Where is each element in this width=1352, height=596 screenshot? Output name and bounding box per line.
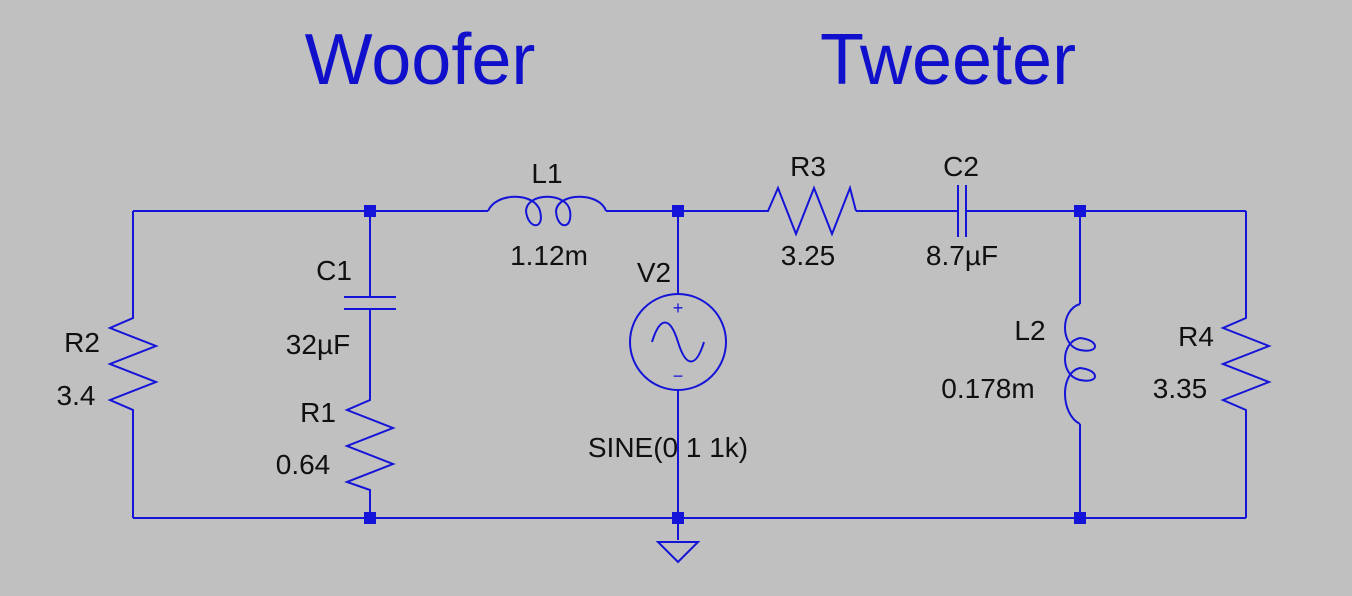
- v2-value: SINE(0 1 1k): [588, 432, 748, 463]
- v2-sine-source[interactable]: [629, 211, 727, 540]
- r2-value: 3.4: [57, 380, 96, 411]
- l2-inductor[interactable]: [1064, 211, 1096, 518]
- c1-capacitor[interactable]: [344, 211, 396, 392]
- r4-value: 3.35: [1153, 373, 1208, 404]
- c1-name: C1: [316, 255, 352, 286]
- r1-value: 0.64: [276, 449, 331, 480]
- junction-node: [1074, 512, 1086, 524]
- l1-name: L1: [531, 158, 562, 189]
- l1-value: 1.12m: [510, 240, 588, 271]
- c1-value: 32µF: [286, 329, 350, 360]
- r3-resistor[interactable]: [760, 184, 857, 237]
- l2-name: L2: [1014, 315, 1045, 346]
- r3-value: 3.25: [781, 240, 836, 271]
- r2-resistor[interactable]: [107, 211, 159, 518]
- v2-name: V2: [637, 257, 671, 288]
- r2-name: R2: [64, 327, 100, 358]
- junction-node: [672, 205, 684, 217]
- c2-capacitor[interactable]: [957, 185, 967, 237]
- tweeter-title: Tweeter: [820, 20, 1076, 100]
- junction-node: [364, 205, 376, 217]
- v2-minus-sign: −: [673, 366, 684, 386]
- v2-plus-sign: +: [673, 298, 684, 318]
- c2-name: C2: [943, 151, 979, 182]
- r1-name: R1: [300, 397, 336, 428]
- junction-node: [1074, 205, 1086, 217]
- r4-name: R4: [1178, 321, 1214, 352]
- c2-value: 8.7µF: [926, 240, 998, 271]
- ground-icon: [655, 541, 701, 564]
- l2-value: 0.178m: [941, 373, 1034, 404]
- junction-node: [364, 512, 376, 524]
- woofer-title: Woofer: [305, 20, 536, 100]
- r4-resistor[interactable]: [1220, 211, 1272, 518]
- r1-resistor[interactable]: [344, 392, 396, 518]
- r3-name: R3: [790, 151, 826, 182]
- junction-node: [672, 512, 684, 524]
- l1-inductor[interactable]: [487, 195, 607, 227]
